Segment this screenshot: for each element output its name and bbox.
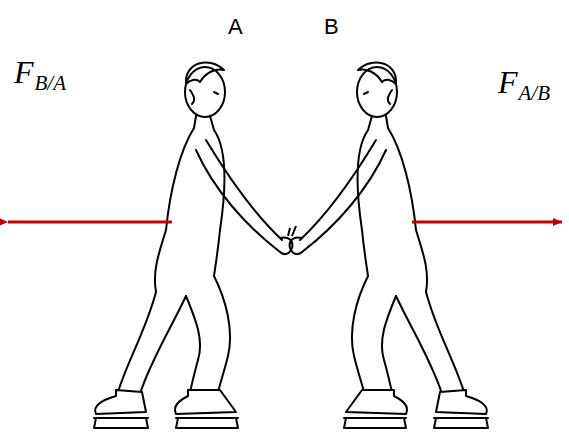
force-symbol: F xyxy=(14,54,34,90)
force-symbol: F xyxy=(498,64,518,100)
force-arrow xyxy=(412,221,562,224)
force-label: FA/B xyxy=(498,66,550,98)
skater-label: B xyxy=(324,16,339,38)
force-arrow xyxy=(8,221,172,224)
force-subscript: B/A xyxy=(35,71,67,95)
force-label: FB/A xyxy=(14,56,66,88)
skater-label: A xyxy=(228,16,243,38)
force-subscript: A/B xyxy=(519,81,551,105)
